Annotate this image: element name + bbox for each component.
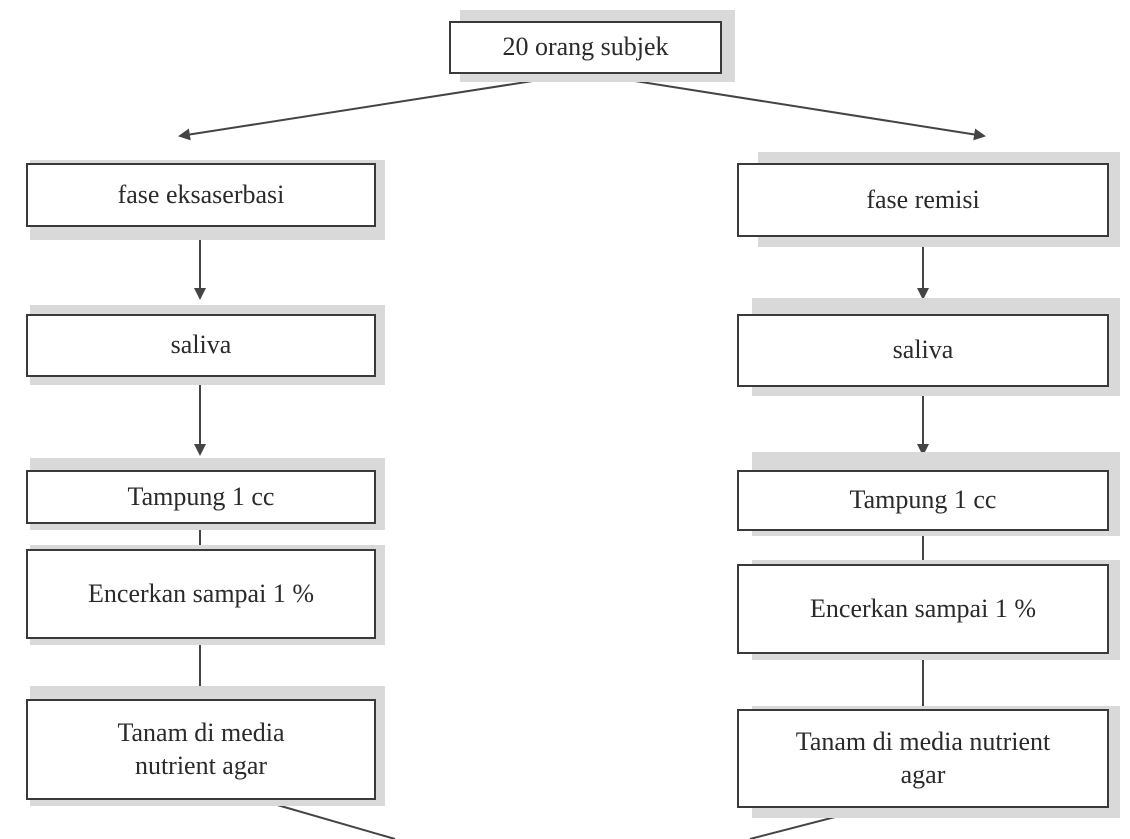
node-left-sample-label: saliva [170,330,232,360]
node-right-sample: saliva [737,314,1109,387]
node-left-sample: saliva [26,314,376,377]
node-right-sample-label: saliva [892,335,954,365]
node-subjects-label: 20 orang subjek [502,32,669,62]
node-right-collect-label: Tampung 1 cc [849,485,997,515]
node-left-dilute: Encerkan sampai 1 % [26,549,376,639]
node-right-dilute: Encerkan sampai 1 % [737,564,1109,654]
node-right-culture: Tanam di media nutrient agar [737,709,1109,808]
node-left-culture: Tanam di media nutrient agar [26,699,376,800]
arrow-top-to-right [583,72,986,141]
node-right-culture-line2: agar [900,759,946,789]
node-right-culture-line1: Tanam di media nutrient [795,727,1051,756]
node-right-phase-label: fase remisi [866,184,980,214]
node-left-culture-line2: nutrient agar [134,750,268,780]
node-right-collect: Tampung 1 cc [737,470,1109,531]
node-left-culture-line1: Tanam di media [117,718,285,747]
node-right-dilute-label: Encerkan sampai 1 % [810,593,1036,623]
node-left-dilute-label: Encerkan sampai 1 % [88,578,314,608]
node-subjects: 20 orang subjek [449,21,722,74]
node-left-collect-label: Tampung 1 cc [127,481,275,511]
node-left-phase-label: fase eksaserbasi [117,179,285,209]
node-left-collect: Tampung 1 cc [26,470,376,524]
node-right-phase: fase remisi [737,163,1109,237]
node-left-phase: fase eksaserbasi [26,163,376,227]
arrow-top-to-left [178,72,585,141]
line-left-culture-to-merge [259,799,396,839]
